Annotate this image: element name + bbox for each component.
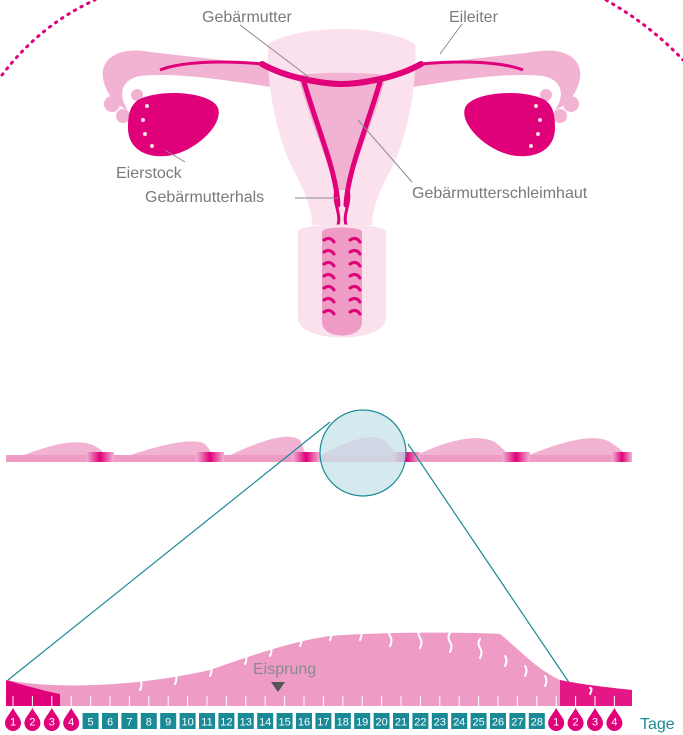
cycle-day-number: 11 <box>201 717 212 729</box>
cycle-day-number: 19 <box>356 717 368 729</box>
cycle-day-number: 4 <box>68 717 74 729</box>
cycle-day-number: 25 <box>472 717 484 729</box>
cycle-day-number: 9 <box>165 717 171 729</box>
dotted-arc-left <box>2 0 95 75</box>
cycle-day-number: 12 <box>220 717 232 729</box>
label-ovary: Eierstock <box>116 165 183 182</box>
cycle-day-number: 14 <box>259 717 271 729</box>
left-ovary <box>128 93 219 156</box>
endometrium-detail-curve <box>6 621 632 706</box>
cycle-day-number: 23 <box>434 717 446 729</box>
endometrium-cycle-strip <box>6 437 632 462</box>
cycle-day-number: 2 <box>29 717 35 729</box>
cycle-day-number: 1 <box>553 717 559 729</box>
cycle-day-number: 24 <box>453 717 465 729</box>
cycle-day-number: 8 <box>146 717 152 729</box>
cycle-day-number: 28 <box>531 717 543 729</box>
cycle-day-number: 4 <box>611 717 617 729</box>
cycle-day-number: 6 <box>107 717 113 729</box>
cycle-day-number: 18 <box>337 717 349 729</box>
cycle-day-number: 15 <box>278 717 290 729</box>
cycle-day-number: 7 <box>126 717 132 729</box>
cycle-day-number: 22 <box>414 717 426 729</box>
cycle-day-number: 17 <box>317 717 329 729</box>
cycle-day-number: 13 <box>240 717 252 729</box>
cycle-day-number: 5 <box>88 717 94 729</box>
cycle-day-number: 20 <box>375 717 387 729</box>
cycle-day-number: 1 <box>10 717 16 729</box>
label-uterus: Gebärmutter <box>202 9 292 26</box>
right-ovary <box>464 93 555 156</box>
label-ovulation: Eisprung <box>253 661 316 678</box>
cycle-day-number: 27 <box>511 717 523 729</box>
zoom-lens <box>320 410 406 496</box>
label-days-unit: Tage <box>640 716 675 733</box>
cycle-day-number: 16 <box>298 717 310 729</box>
label-fallopian-tube: Eileiter <box>449 9 499 26</box>
cycle-day-number: 2 <box>573 717 579 729</box>
cycle-day-number: 3 <box>49 717 55 729</box>
dotted-arc-right <box>606 0 683 60</box>
label-cervix: Gebärmutterhals <box>145 189 264 206</box>
cycle-day-number: 26 <box>492 717 504 729</box>
cycle-day-number: 3 <box>592 717 598 729</box>
label-endometrium: Gebärmutterschleimhaut <box>412 185 588 202</box>
uterus-illustration <box>103 29 581 338</box>
cycle-day-number: 21 <box>395 717 407 729</box>
cycle-day-number: 10 <box>181 717 193 729</box>
